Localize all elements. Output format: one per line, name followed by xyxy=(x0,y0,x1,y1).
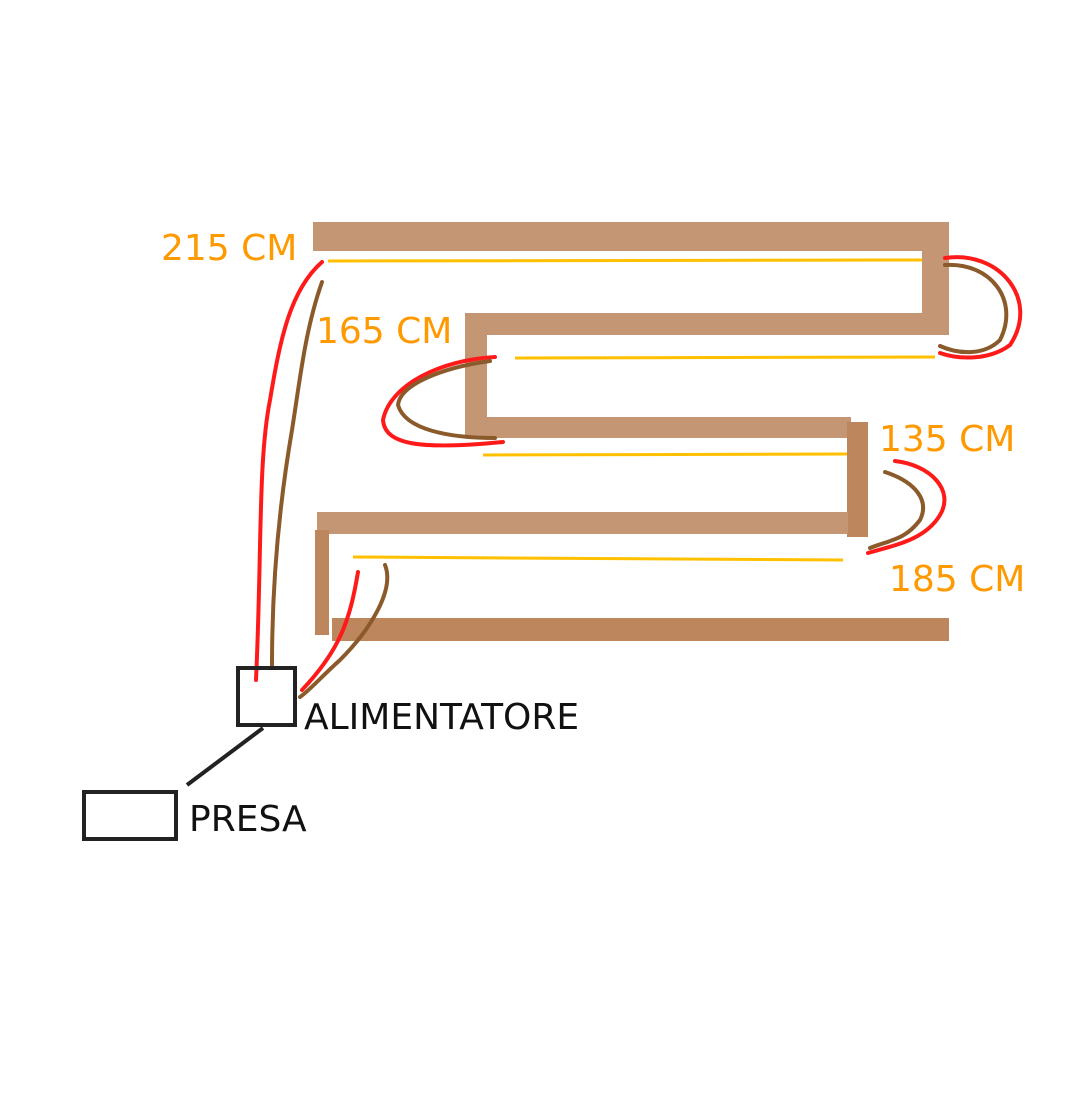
shelf-5 xyxy=(332,618,949,641)
led-strip-4 xyxy=(352,555,844,562)
shelf-2-side xyxy=(465,313,487,431)
outlet-box xyxy=(82,790,178,841)
power-cable xyxy=(185,726,265,787)
shelf-1 xyxy=(313,222,949,251)
wire-red-loop-3 xyxy=(866,459,947,555)
length-label-165: 165 CM xyxy=(316,311,453,352)
wire-red-main xyxy=(254,260,324,682)
wire-brown-loop-3 xyxy=(868,470,926,550)
shelves xyxy=(313,222,949,641)
led-strip-2 xyxy=(514,355,936,360)
led-strips xyxy=(327,258,936,562)
shelf-3-side xyxy=(847,422,868,537)
wire-red-loop-2 xyxy=(380,355,505,448)
wire-brown-return xyxy=(298,563,390,699)
length-label-215: 215 CM xyxy=(161,228,298,269)
led-strip-1 xyxy=(327,258,923,263)
shelf-2 xyxy=(467,313,949,335)
power-supply-label: ALIMENTATORE xyxy=(304,697,580,738)
shelf-4-side xyxy=(315,530,329,635)
shelf-4 xyxy=(317,512,848,534)
wire-brown-main xyxy=(270,280,324,667)
outlet-label: PRESA xyxy=(189,799,307,840)
length-label-185: 185 CM xyxy=(889,559,1026,600)
wire-brown-loop-2 xyxy=(395,359,497,440)
wire-red-loop-1 xyxy=(938,255,1023,360)
shelf-3 xyxy=(465,417,851,438)
length-label-135: 135 CM xyxy=(879,419,1016,460)
wires xyxy=(254,255,1023,699)
wire-red-return xyxy=(300,570,360,692)
wire-brown-loop-1 xyxy=(938,262,1009,355)
power-supply-box xyxy=(236,666,297,727)
led-strip-3 xyxy=(482,452,848,457)
